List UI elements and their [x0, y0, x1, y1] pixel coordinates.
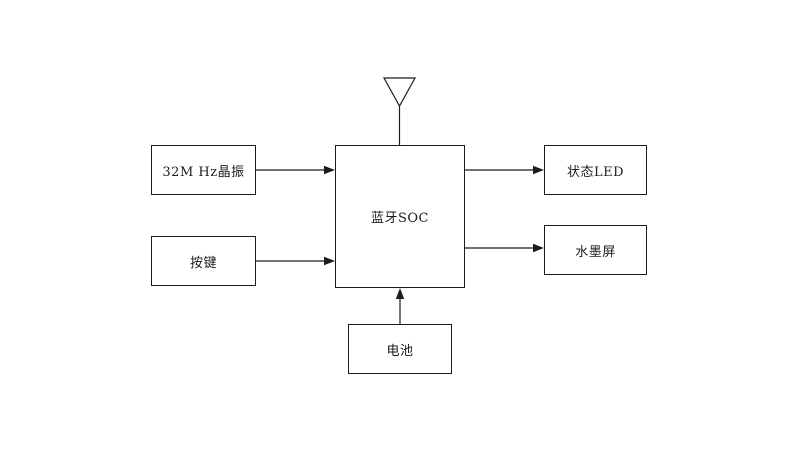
block-bluetooth-soc: 蓝牙SOC: [335, 145, 465, 288]
block-crystal: 32M Hz晶振: [151, 145, 256, 195]
arrowhead-soc-to-eink: [533, 243, 544, 253]
block-eink-screen: 水墨屏: [544, 225, 647, 275]
block-button: 按键: [151, 236, 256, 286]
block-battery-label: 电池: [386, 343, 414, 359]
arrowhead-soc-to-statusled: [533, 165, 544, 175]
arrowhead-crystal-to-soc: [324, 165, 335, 175]
block-status-led: 状态LED: [544, 145, 647, 195]
arrowhead-battery-to-soc: [395, 288, 405, 299]
arrowhead-button-to-soc: [324, 256, 335, 266]
block-battery: 电池: [348, 324, 452, 374]
block-crystal-label: 32M Hz晶振: [162, 164, 245, 180]
block-button-label: 按键: [189, 255, 217, 271]
antenna-icon: [382, 77, 417, 108]
block-eink-screen-label: 水墨屏: [575, 244, 616, 260]
block-status-led-label: 状态LED: [566, 164, 625, 180]
block-bluetooth-soc-label: 蓝牙SOC: [370, 211, 429, 226]
